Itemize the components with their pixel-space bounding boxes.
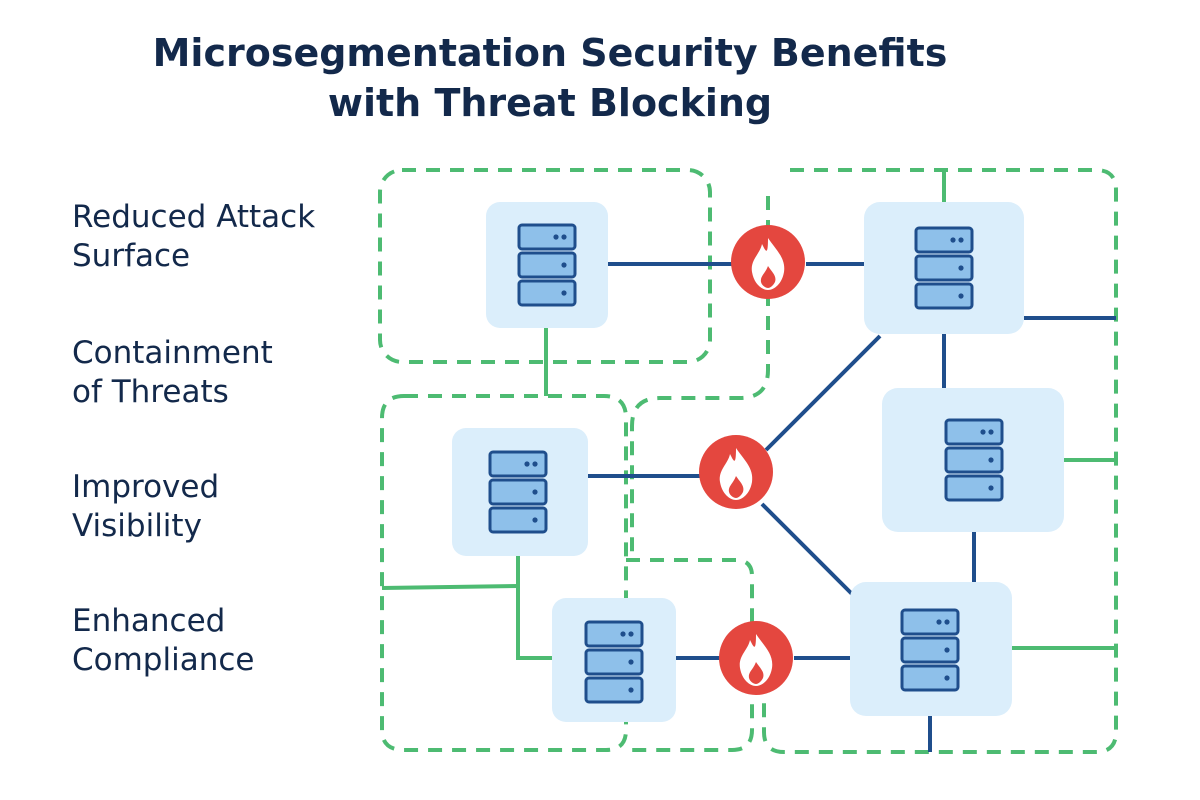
server-node-1: [486, 202, 608, 328]
server-node-4: [452, 428, 588, 556]
segment-right: [762, 168, 1118, 754]
benefit-line: Enhanced: [72, 603, 226, 639]
benefit-line: Containment: [72, 335, 273, 371]
benefit-enhanced-compliance: Enhanced Compliance: [72, 602, 362, 680]
benefit-line: Improved: [72, 469, 220, 505]
benefit-reduced-attack-surface: Reduced Attack Surface: [72, 198, 362, 276]
benefit-line: Surface: [72, 238, 191, 274]
server-icon: [517, 223, 577, 307]
segment-lower-bridge: [626, 558, 754, 752]
benefit-containment-of-threats: Containment of Threats: [72, 334, 362, 412]
segment-lower-left: [380, 394, 628, 752]
server-node-2: [864, 202, 1024, 334]
server-node-3: [882, 388, 1064, 532]
server-icon: [584, 620, 644, 704]
benefit-line: Reduced Attack: [72, 199, 316, 235]
benefit-improved-visibility: Improved Visibility: [72, 468, 362, 546]
benefit-line: Compliance: [72, 642, 255, 678]
server-node-5: [552, 598, 676, 722]
server-icon: [488, 450, 548, 534]
server-icon: [944, 418, 1004, 502]
server-icon: [914, 226, 974, 310]
firewall-flame-icon: [731, 225, 805, 299]
benefit-line: of Threats: [72, 374, 229, 410]
server-node-6: [850, 582, 1012, 716]
server-icon: [900, 608, 960, 692]
firewall-flame-icon: [699, 435, 773, 509]
firewall-flame-icon: [719, 621, 793, 695]
blue-links: [588, 262, 1116, 752]
title-line-2: with Threat Blocking: [327, 81, 773, 125]
title-line-1: Microsegmentation Security Benefits: [152, 31, 948, 75]
benefit-line: Visibility: [72, 508, 202, 544]
page-title: Microsegmentation Security Benefits with…: [140, 28, 960, 128]
